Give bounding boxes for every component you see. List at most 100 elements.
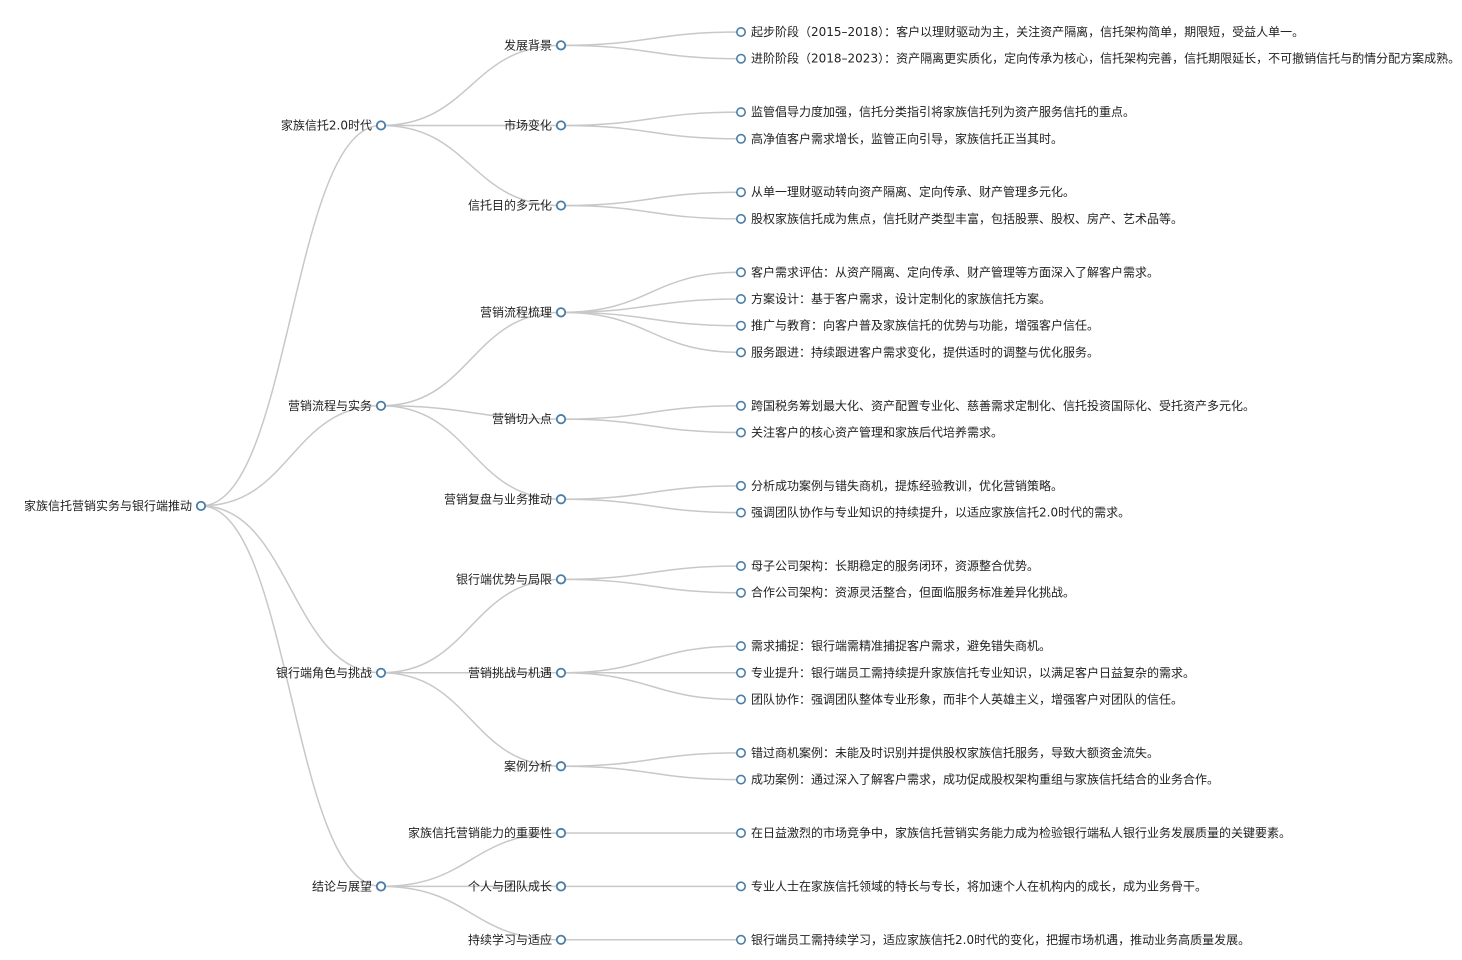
node-label: 银行端员工需持续学习，适应家族信托2.0时代的变化，把握市场机遇，推动业务高质量… <box>751 932 1250 947</box>
node-toggle-circle[interactable] <box>735 774 746 785</box>
leaf-node[interactable]: 客户需求评估：从资产隔离、定向传承、财产管理等方面深入了解客户需求。 <box>735 264 1159 279</box>
link-subbranch-to-leaf <box>560 311 742 327</box>
node-toggle-circle[interactable] <box>555 200 567 211</box>
node-toggle-circle[interactable] <box>735 694 746 705</box>
leaf-node[interactable]: 需求捕捉：银行端需精准捕捉客户需求，避免错失商机。 <box>735 638 1051 653</box>
leaf-node[interactable]: 监管倡导力度加强，信托分类指引将家族信托列为资产服务信托的重点。 <box>735 104 1135 119</box>
node-toggle-circle[interactable] <box>555 934 567 945</box>
subbranch-node[interactable]: 银行端优势与局限 <box>456 572 567 586</box>
node-toggle-circle[interactable] <box>735 827 746 838</box>
node-toggle-circle[interactable] <box>375 120 387 131</box>
subbranch-node[interactable]: 发展背景 <box>504 37 567 52</box>
leaf-node[interactable]: 股权家族信托成为焦点，信托财产类型丰富，包括股票、股权、房产、艺术品等。 <box>735 211 1183 226</box>
node-toggle-circle[interactable] <box>555 414 567 425</box>
leaf-node[interactable]: 专业提升：银行端员工需持续提升家族信托专业知识，以满足客户日益复杂的需求。 <box>735 665 1195 680</box>
root-node[interactable]: 家族信托营销实务与银行端推动 <box>24 498 207 513</box>
subbranch-node[interactable]: 个人与团队成长 <box>468 878 567 893</box>
node-label: 营销挑战与机遇 <box>468 666 552 680</box>
subbranch-node[interactable]: 市场变化 <box>504 117 567 132</box>
leaf-node[interactable]: 分析成功案例与错失商机，提炼经验教训，优化营销策略。 <box>735 478 1063 493</box>
branch-node[interactable]: 家族信托2.0时代 <box>281 117 387 132</box>
node-toggle-circle[interactable] <box>375 667 387 678</box>
node-label: 关注客户的核心资产管理和家族后代培养需求。 <box>751 425 1003 440</box>
link-root-to-branch <box>200 505 382 888</box>
link-subbranch-to-leaf <box>560 124 742 140</box>
branch-node[interactable]: 营销流程与实务 <box>288 398 387 413</box>
node-toggle-circle[interactable] <box>555 881 567 892</box>
node-toggle-circle[interactable] <box>735 267 746 278</box>
node-toggle-circle[interactable] <box>375 881 387 892</box>
leaf-node[interactable]: 专业人士在家族信托领域的特长与专长，将加速个人在机构内的成长，成为业务骨干。 <box>735 878 1207 893</box>
leaf-node[interactable]: 母子公司架构：长期稳定的服务闭环，资源整合优势。 <box>735 558 1039 573</box>
leaf-node[interactable]: 跨国税务筹划最大化、资产配置专业化、慈善需求定制化、信托投资国际化、受托资产多元… <box>735 398 1255 413</box>
leaf-node[interactable]: 高净值客户需求增长，监管正向引导，家族信托正当其时。 <box>735 131 1063 146</box>
node-toggle-circle[interactable] <box>735 320 746 331</box>
link-root-to-branch <box>200 405 382 507</box>
node-toggle-circle[interactable] <box>735 133 746 144</box>
leaf-node[interactable]: 团队协作：强调团队整体专业形象，而非个人英雄主义，增强客户对团队的信任。 <box>735 692 1183 707</box>
link-branch-to-subbranch <box>380 885 562 941</box>
subbranch-node[interactable]: 营销复盘与业务推动 <box>444 491 567 506</box>
node-label: 需求捕捉：银行端需精准捕捉客户需求，避免错失商机。 <box>751 638 1051 653</box>
leaf-node[interactable]: 从单一理财驱动转向资产隔离、定向传承、财产管理多元化。 <box>735 184 1075 199</box>
node-toggle-circle[interactable] <box>555 120 567 131</box>
node-toggle-circle[interactable] <box>735 747 746 758</box>
link-branch-to-subbranch <box>380 832 562 888</box>
leaf-node[interactable]: 银行端员工需持续学习，适应家族信托2.0时代的变化，把握市场机遇，推动业务高质量… <box>735 932 1250 947</box>
node-label: 团队协作：强调团队整体专业形象，而非个人英雄主义，增强客户对团队的信任。 <box>751 692 1183 707</box>
node-label: 个人与团队成长 <box>468 878 552 893</box>
leaf-node[interactable]: 服务跟进：持续跟进客户需求变化，提供适时的调整与优化服务。 <box>735 344 1099 359</box>
node-toggle-circle[interactable] <box>555 494 567 505</box>
node-label: 跨国税务筹划最大化、资产配置专业化、慈善需求定制化、信托投资国际化、受托资产多元… <box>751 398 1255 413</box>
link-branch-to-subbranch <box>380 405 562 420</box>
leaf-node[interactable]: 成功案例：通过深入了解客户需求，成功促成股权架构重组与家族信托结合的业务合作。 <box>735 772 1219 787</box>
node-toggle-circle[interactable] <box>555 574 567 585</box>
node-toggle-circle[interactable] <box>195 500 207 512</box>
node-toggle-circle[interactable] <box>735 107 746 118</box>
node-toggle-circle[interactable] <box>735 187 746 198</box>
node-toggle-circle[interactable] <box>555 40 567 51</box>
node-toggle-circle[interactable] <box>735 293 746 304</box>
node-label: 方案设计：基于客户需求，设计定制化的家族信托方案。 <box>751 291 1051 306</box>
subbranch-node[interactable]: 家族信托营销能力的重要性 <box>408 825 567 840</box>
subbranch-node[interactable]: 案例分析 <box>504 758 567 773</box>
branch-node[interactable]: 结论与展望 <box>312 879 387 893</box>
leaf-node[interactable]: 合作公司架构：资源灵活整合，但面临服务标准差异化挑战。 <box>735 585 1075 600</box>
node-toggle-circle[interactable] <box>735 347 746 358</box>
node-toggle-circle[interactable] <box>735 641 746 652</box>
leaf-node[interactable]: 方案设计：基于客户需求，设计定制化的家族信托方案。 <box>735 291 1051 306</box>
node-toggle-circle[interactable] <box>735 934 746 945</box>
node-toggle-circle[interactable] <box>735 881 746 892</box>
node-toggle-circle[interactable] <box>555 667 567 678</box>
subbranch-node[interactable]: 营销挑战与机遇 <box>468 666 567 680</box>
node-toggle-circle[interactable] <box>735 560 746 571</box>
node-toggle-circle[interactable] <box>555 827 567 839</box>
node-toggle-circle[interactable] <box>555 307 567 318</box>
node-toggle-circle[interactable] <box>375 400 387 411</box>
link-subbranch-to-leaf <box>560 191 742 207</box>
leaf-node[interactable]: 推广与教育：向客户普及家族信托的优势与功能，增强客户信任。 <box>735 318 1099 333</box>
subbranch-node[interactable]: 营销切入点 <box>492 412 567 426</box>
node-toggle-circle[interactable] <box>735 400 746 411</box>
leaf-node[interactable]: 错过商机案例：未能及时识别并提供股权家族信托服务，导致大额资金流失。 <box>735 745 1159 760</box>
subbranch-node[interactable]: 信托目的多元化 <box>468 198 567 213</box>
node-toggle-circle[interactable] <box>735 667 746 678</box>
subbranch-node[interactable]: 持续学习与适应 <box>468 932 567 947</box>
node-toggle-circle[interactable] <box>735 507 746 518</box>
node-toggle-circle[interactable] <box>735 53 746 64</box>
node-toggle-circle[interactable] <box>735 587 746 598</box>
leaf-node[interactable]: 在日益激烈的市场竞争中，家族信托营销实务能力成为检验银行端私人银行业务发展质量的… <box>735 825 1291 840</box>
node-toggle-circle[interactable] <box>555 761 567 772</box>
leaf-node[interactable]: 起步阶段（2015–2018）：客户以理财驱动为主，关注资产隔离，信托架构简单，… <box>735 24 1304 39</box>
branch-node[interactable]: 银行端角色与挑战 <box>276 666 387 680</box>
node-label: 持续学习与适应 <box>468 932 552 947</box>
leaf-node[interactable]: 进阶阶段（2018–2023）：资产隔离更实质化，定向传承为核心，信托架构完善，… <box>735 51 1460 66</box>
subbranch-node[interactable]: 营销流程梳理 <box>480 304 567 319</box>
node-toggle-circle[interactable] <box>735 213 746 224</box>
node-label: 营销复盘与业务推动 <box>444 491 552 506</box>
node-toggle-circle[interactable] <box>735 480 746 491</box>
leaf-node[interactable]: 强调团队协作与专业知识的持续提升，以适应家族信托2.0时代的需求。 <box>735 505 1130 520</box>
leaf-node[interactable]: 关注客户的核心资产管理和家族后代培养需求。 <box>735 425 1003 440</box>
node-toggle-circle[interactable] <box>735 26 746 37</box>
node-toggle-circle[interactable] <box>735 427 746 438</box>
